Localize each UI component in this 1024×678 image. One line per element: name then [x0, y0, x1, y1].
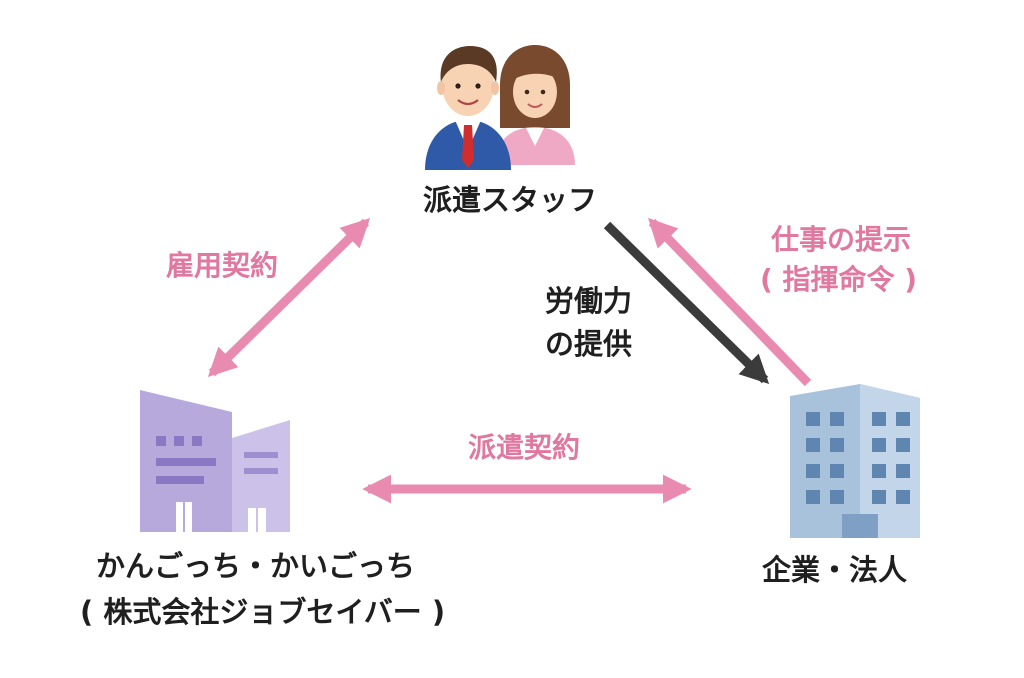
instruction-arrow — [647, 217, 812, 387]
agency-label-line1: かんごっち・かいごっち — [96, 549, 416, 583]
staff-people-icon — [425, 45, 575, 170]
dispatch-contract-label: 派遣契約 — [468, 431, 581, 464]
instruction-label-line2: ( 指揮命令 ) — [760, 263, 918, 296]
employment-arrow — [207, 217, 371, 378]
client-building-icon — [790, 384, 920, 538]
employment-contract-label: 雇用契約 — [166, 249, 279, 282]
woman-icon — [495, 45, 575, 165]
agency-building-icon — [140, 390, 290, 532]
labor-provision-arrow — [603, 221, 770, 385]
man-icon — [425, 46, 511, 170]
staff-label: 派遣スタッフ — [422, 183, 597, 217]
client-label: 企業・法人 — [762, 553, 908, 587]
instruction-label-line1: 仕事の提示 — [771, 223, 912, 256]
labor-label-line1: 労働力 — [545, 284, 633, 318]
labor-label-line2: の提供 — [545, 327, 633, 361]
agency-label-line2: ( 株式会社ジョブセイバー ) — [80, 595, 446, 629]
